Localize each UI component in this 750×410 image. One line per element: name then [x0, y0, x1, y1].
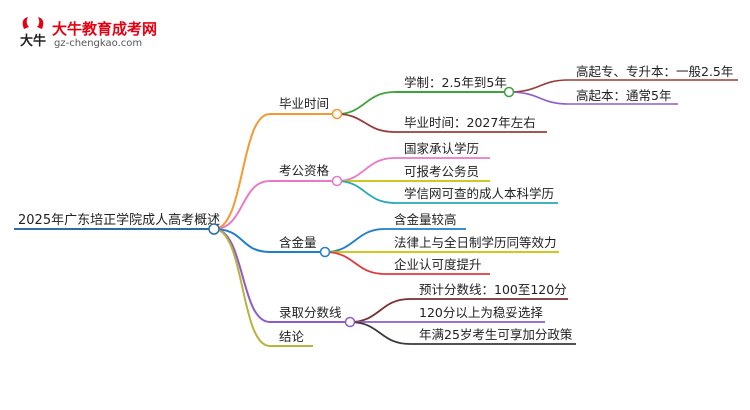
b1l1-sub1-label: 高起专、专升本：一般2.5年 — [576, 64, 733, 79]
b3-leaf2-label: 法律上与全日制学历同等效力 — [394, 235, 557, 250]
connector-b3-leaf1 — [324, 228, 386, 253]
connector-b2-leaf3 — [336, 180, 396, 204]
branch3-node[interactable] — [319, 246, 331, 258]
b3-leaf1-label: 含金量较高 — [394, 212, 457, 227]
connector-root-branch3 — [213, 228, 271, 253]
b4-leaf2-label: 120分以上为稳妥选择 — [419, 305, 543, 320]
connector-b3-leaf3 — [324, 251, 386, 275]
b2-leaf3-label: 学信网可查的成人本科学历 — [404, 186, 554, 201]
connector-root-branch2 — [213, 180, 271, 230]
branch2-node[interactable] — [331, 175, 343, 187]
b4-leaf3-label: 年满25岁考生可享加分政策 — [419, 327, 573, 342]
logo-url: gz-chengkao.com — [54, 38, 143, 49]
b4-leaf1-label: 预计分数线：100至120分 — [419, 282, 567, 297]
branch5-label: 结论 — [279, 329, 305, 344]
logo-mark-text: 大牛 — [20, 33, 46, 48]
b3-leaf3-label: 企业认可度提升 — [394, 257, 482, 272]
root-label: 2025年广东培正学院成人高考概述 — [18, 212, 220, 228]
connector-b1l1-sub2 — [508, 91, 569, 105]
connector-b1-leaf1 — [336, 91, 396, 115]
branch4-label: 录取分数线 — [279, 305, 342, 320]
b1l1-sub2-label: 高起本：通常5年 — [576, 88, 671, 103]
branch1-node[interactable] — [331, 108, 343, 120]
b1-leaf1-label: 学制：2.5年到5年 — [404, 75, 507, 90]
connector-root-branch1 — [213, 113, 271, 230]
root-node[interactable] — [208, 223, 220, 235]
connector-root-branch4 — [213, 228, 271, 323]
site-logo[interactable]: 大牛 大牛教育成考网 gz-chengkao.com — [16, 15, 166, 57]
branch2-label: 考公资格 — [279, 163, 330, 178]
branch1-label: 毕业时间 — [279, 96, 329, 111]
b2-leaf1-label: 国家承认学历 — [404, 141, 479, 156]
connector-b4-leaf1 — [349, 298, 411, 323]
branch3-label: 含金量 — [279, 235, 317, 250]
b1-leaf2-label: 毕业时间：2027年左右 — [404, 115, 536, 130]
connector-b4-leaf3 — [349, 321, 411, 345]
b1-leaf1-node[interactable] — [503, 86, 515, 98]
branch4-node[interactable] — [344, 316, 356, 328]
bull-logo-icon: 大牛 — [20, 17, 46, 48]
connector-b1l1-sub1 — [508, 79, 569, 93]
b2-leaf2-label: 可报考公务员 — [404, 164, 479, 179]
logo-brand-name: 大牛教育成考网 — [52, 20, 158, 38]
connector-b2-leaf1 — [336, 157, 396, 182]
connector-root-branch5 — [213, 228, 271, 347]
connector-b1-leaf2 — [336, 113, 396, 133]
